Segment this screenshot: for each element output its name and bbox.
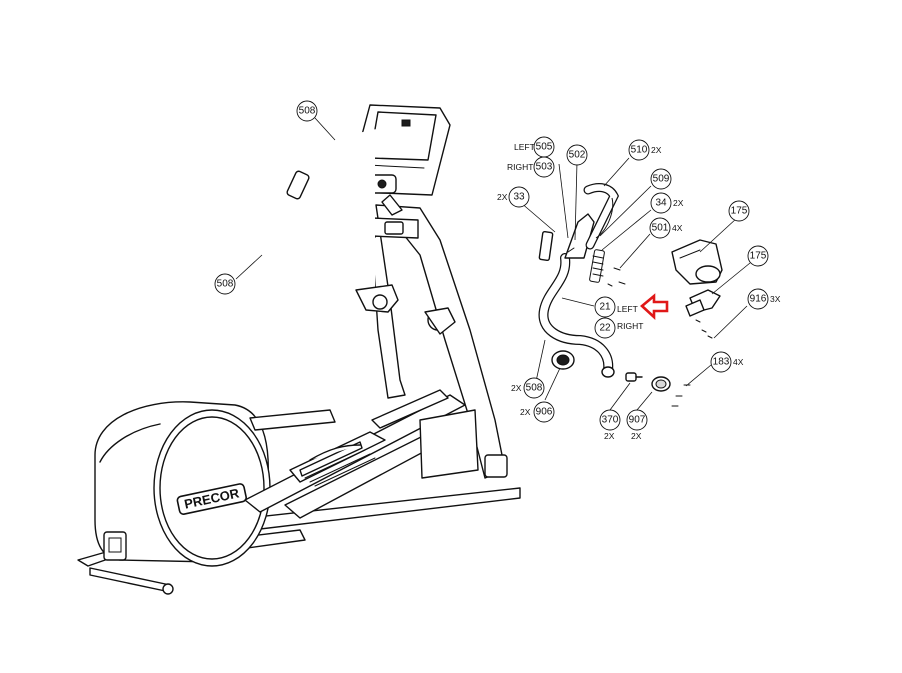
svg-text:509: 509 (653, 174, 670, 185)
svg-text:508: 508 (299, 106, 316, 117)
svg-text:510: 510 (631, 145, 648, 156)
svg-text:906: 906 (536, 407, 553, 418)
svg-text:22: 22 (599, 323, 611, 334)
shoulder-bolt-part (625, 372, 643, 382)
pivot-cover-top (671, 239, 723, 285)
flywheel-shroud: PRECOR (94, 401, 271, 567)
pivot-hub-right (424, 307, 456, 335)
pivot-cover-bottom (685, 289, 721, 317)
callout-508-left: 508 (214, 273, 236, 295)
callout-907: 907 (626, 409, 648, 431)
callout-21-suffix: LEFT (617, 304, 638, 314)
exploded-parts (538, 183, 723, 407)
callout-916-suffix: 3X (770, 294, 781, 304)
console (351, 104, 451, 216)
callout-907-qty: 2X (631, 431, 642, 441)
callout-183-suffix: 4X (733, 357, 744, 367)
callout-21: 21 (594, 296, 616, 318)
elliptical-machine: PRECOR (77, 104, 521, 595)
callout-503-prefix: RIGHT (507, 162, 533, 172)
svg-text:34: 34 (655, 198, 667, 209)
sensor-plates (538, 230, 605, 283)
callout-508-top: 508 (296, 100, 318, 122)
callout-175-mid: 175 (747, 245, 769, 267)
callout-22: 22 (594, 317, 616, 339)
callout-183: 183 (710, 351, 732, 373)
end-cap-part (551, 350, 575, 370)
callout-503: 503 (533, 156, 555, 178)
leader-lines (235, 117, 751, 411)
callout-370: 370 (599, 409, 621, 431)
fasteners (567, 247, 713, 407)
handle-tube-part (538, 213, 615, 378)
callout-501: 501 (649, 217, 671, 239)
svg-text:508: 508 (526, 383, 543, 394)
svg-text:21: 21 (599, 302, 611, 313)
svg-text:175: 175 (731, 206, 748, 217)
callout-175-top: 175 (728, 200, 750, 222)
callout-505-prefix: LEFT (514, 142, 535, 152)
svg-text:916: 916 (750, 294, 767, 305)
callout-33: 33 (508, 186, 530, 208)
callout-508-exploded: 508 (523, 377, 545, 399)
svg-text:502: 502 (569, 150, 586, 161)
callout-34: 34 (650, 192, 672, 214)
callout-510-suffix: 2X (651, 145, 662, 155)
callout-22-suffix: RIGHT (617, 321, 643, 331)
callout-370-qty: 2X (604, 431, 615, 441)
moving-handlebar-left (256, 129, 399, 313)
svg-text:508: 508 (217, 279, 234, 290)
svg-text:33: 33 (513, 192, 525, 203)
svg-text:183: 183 (713, 357, 730, 368)
callout-34-suffix: 2X (673, 198, 684, 208)
callout-508-exploded-prefix: 2X (511, 383, 522, 393)
svg-text:370: 370 (602, 415, 619, 426)
callout-33-prefix: 2X (497, 192, 508, 202)
callout-510: 510 (628, 139, 650, 161)
callouts: 508 508 505 LEFT 503 RIGHT 502 510 2X 50… (214, 100, 781, 441)
callout-916: 916 (747, 288, 769, 310)
grip-part (583, 183, 620, 250)
callout-502: 502 (566, 144, 588, 166)
bushing-part (651, 376, 671, 392)
svg-text:907: 907 (629, 415, 646, 426)
svg-text:505: 505 (536, 142, 553, 153)
callout-501-suffix: 4X (672, 223, 683, 233)
left-arrow-icon (640, 293, 669, 320)
svg-text:503: 503 (536, 162, 553, 173)
callout-906-prefix: 2X (520, 407, 531, 417)
callout-906: 906 (533, 401, 555, 423)
svg-text:175: 175 (750, 251, 767, 262)
callout-505: 505 (533, 136, 555, 158)
callout-509: 509 (650, 168, 672, 190)
svg-text:501: 501 (652, 223, 669, 234)
